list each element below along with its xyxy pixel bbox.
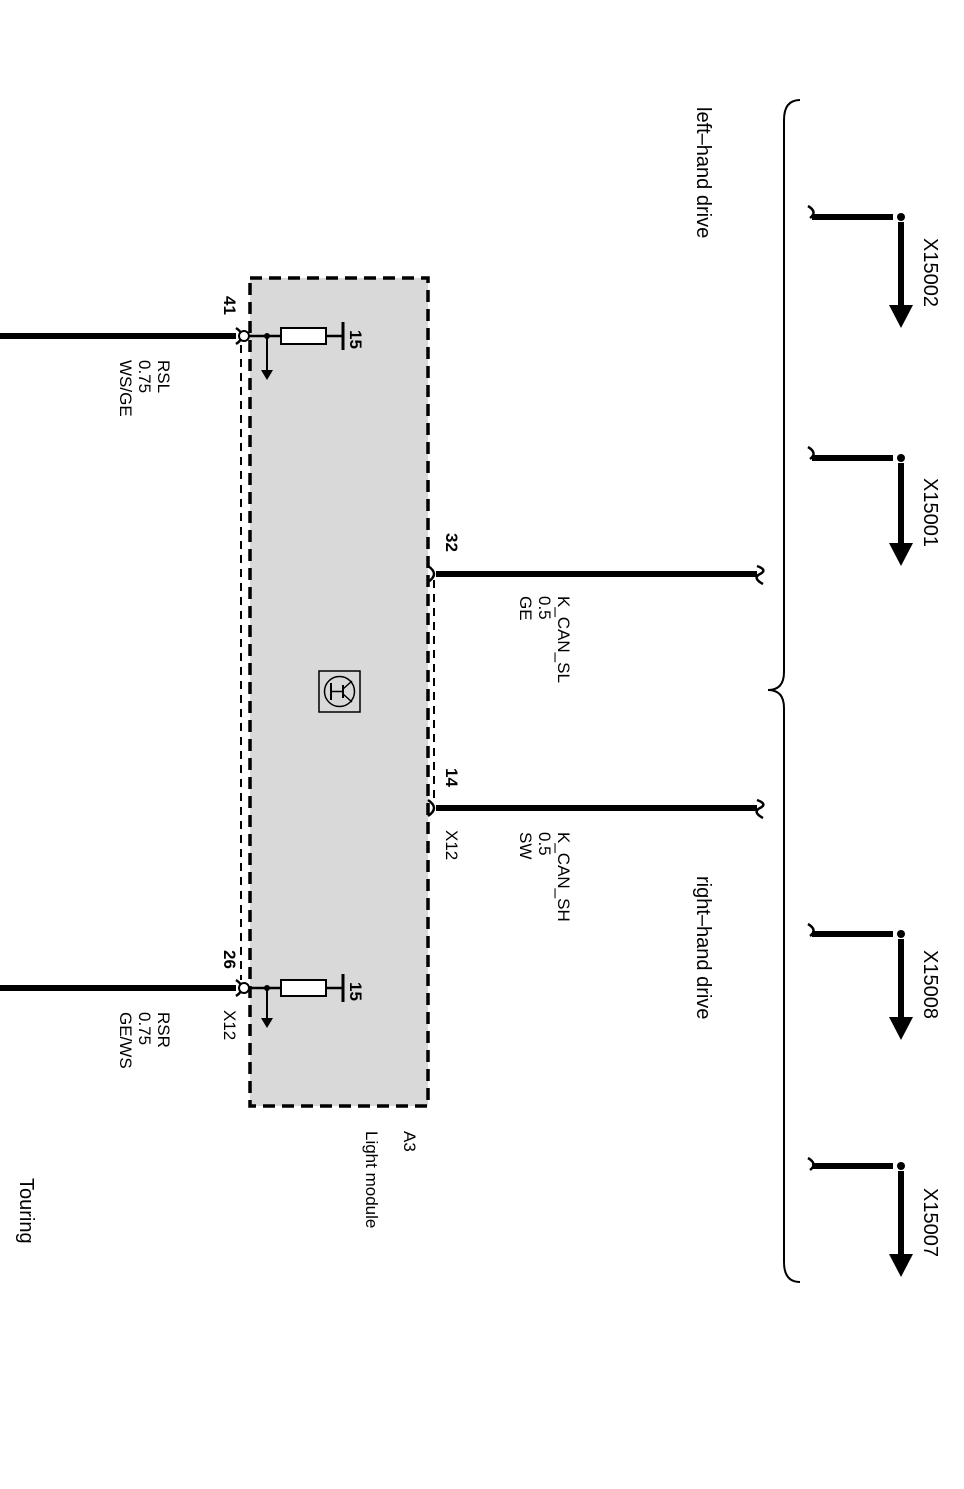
- rsr-plug: X12: [220, 1010, 239, 1040]
- module-name: Light module: [362, 1131, 381, 1228]
- k-can-sh-cross-section: 0.5: [535, 832, 554, 856]
- rsr-cross-section: 0.75: [135, 1012, 154, 1045]
- k-can-sh-signal: K_CAN_SH: [554, 832, 573, 922]
- rsl-ground-arrow-icon: [261, 370, 273, 380]
- connector-x15007: X15007: [807, 1156, 941, 1277]
- module-ref: A3: [400, 1131, 419, 1152]
- k-can-sh-break-icon: [755, 798, 765, 820]
- light-module-a3: A3 Light module: [240, 276, 435, 1228]
- rsl-pin: 41: [220, 296, 239, 315]
- rsl-resistor-icon: [280, 327, 327, 345]
- k-can-sh-circuit: 14 X12 K_CAN_SH 0.5 SW: [427, 768, 765, 922]
- k-can-sh-color: SW: [516, 832, 535, 859]
- variant-brace: [767, 99, 801, 1283]
- connector-x15001: X15001: [807, 445, 941, 566]
- rsr-circuit: 15 26 X12 RSR 0.75 GE/WS: [0, 950, 365, 1069]
- touring-footnote: Touring: [15, 1178, 37, 1244]
- x15002-arrow-icon: [889, 305, 913, 328]
- right-hand-drive-label: right–hand drive: [692, 876, 714, 1019]
- rsl-circuit: 15 41 RSL 0.75 WS/GE: [0, 296, 365, 417]
- rsl-signal: RSL: [154, 360, 173, 393]
- rsr-signal: RSR: [154, 1012, 173, 1048]
- k-can-sl-signal: K_CAN_SL: [554, 596, 573, 683]
- x15008-arrow-icon: [889, 1017, 913, 1040]
- rsl-fuse-terminal: 15: [346, 330, 365, 349]
- x15001-label: X15001: [919, 478, 941, 547]
- k-can-sh-pin: 14: [442, 768, 461, 787]
- rsl-cross-section: 0.75: [135, 360, 154, 393]
- transistor-symbol-icon: [318, 670, 361, 713]
- k-can-sl-color: GE: [516, 596, 535, 621]
- x15008-label: X15008: [919, 950, 941, 1019]
- rsr-resistor-icon: [280, 979, 327, 997]
- k-can-sl-circuit: 32 K_CAN_SL 0.5 GE: [427, 533, 765, 683]
- connector-x15002: X15002: [807, 204, 941, 328]
- rsr-pin: 26: [220, 950, 239, 969]
- x15002-label: X15002: [919, 238, 941, 307]
- x15001-arrow-icon: [889, 543, 913, 566]
- rsr-ground-arrow-icon: [261, 1018, 273, 1028]
- k-can-sh-plug: X12: [442, 830, 461, 860]
- rsl-color: WS/GE: [116, 360, 135, 417]
- k-can-sl-pin: 32: [442, 533, 461, 552]
- x15007-label: X15007: [919, 1188, 941, 1257]
- connector-x15008: X15008: [807, 922, 941, 1040]
- k-can-sl-cross-section: 0.5: [535, 596, 554, 620]
- k-can-sl-break-icon: [755, 564, 765, 586]
- x15007-arrow-icon: [889, 1254, 913, 1277]
- left-hand-drive-label: left–hand drive: [692, 107, 714, 238]
- rsr-color: GE/WS: [116, 1012, 135, 1069]
- rsr-fuse-terminal: 15: [346, 982, 365, 1001]
